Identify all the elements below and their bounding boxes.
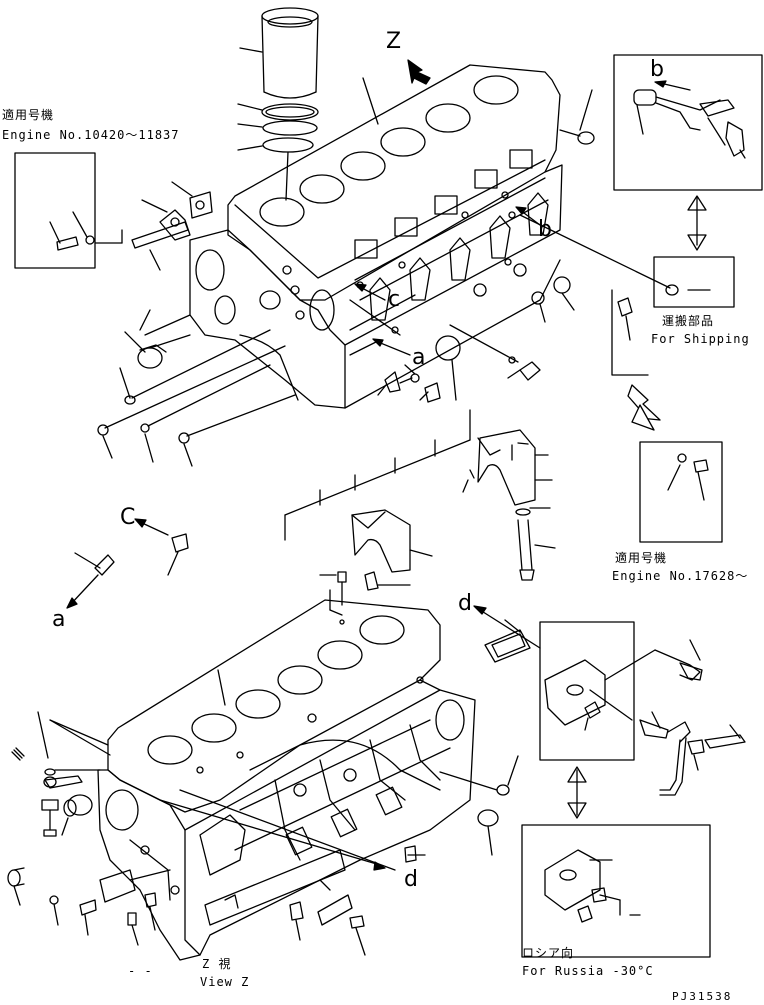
callout-b-shipping: b — [650, 57, 664, 82]
applicability-jp-top: 適用号機 — [2, 108, 55, 122]
callout-d-block: d — [404, 867, 418, 892]
callout-c-block: c — [388, 287, 401, 312]
engine-range-top: Engine No.10420～11837 — [2, 128, 180, 142]
heater-box-lower — [521, 824, 711, 958]
b-arrow-upper — [515, 206, 541, 226]
down-arrow-right — [627, 384, 661, 431]
c-arrow-lower — [134, 518, 189, 576]
applicability-jp-right: 適用号機 — [615, 551, 668, 565]
z-view-arrow — [407, 59, 431, 85]
front-cover-parts — [97, 181, 296, 467]
view-z-en: View Z — [200, 975, 250, 989]
liner-o-rings — [237, 103, 319, 201]
sensor-box-top-right — [613, 54, 763, 191]
bearing-cap-lower — [351, 509, 433, 573]
shipping-label-en: For Shipping — [651, 332, 750, 346]
callout-d-gasket: d — [458, 591, 472, 616]
applicability-box-right — [639, 441, 723, 543]
cylinder-liner — [239, 7, 319, 99]
cylinder-block-upper — [189, 64, 563, 409]
view-z-jp: Z 視 — [202, 957, 232, 971]
double-arrow-bottom — [567, 766, 587, 819]
c-arrow-upper — [354, 283, 386, 301]
callout-a-block: a — [412, 345, 426, 370]
d-arrow-lower — [159, 789, 396, 871]
d-arrow-upper — [473, 605, 541, 663]
callout-b-block: b — [538, 217, 552, 242]
callout-z: Z — [386, 29, 402, 54]
callout-c-plug: C — [120, 505, 136, 530]
view-z-dash: - - — [128, 964, 153, 978]
bearing-cap-upper — [462, 429, 556, 581]
upper-side-fittings — [349, 89, 595, 403]
main-bearing-frame — [284, 409, 471, 541]
lower-bottom-fittings — [289, 755, 519, 956]
a-arrow-lower — [66, 552, 115, 609]
cylinder-block-lower — [49, 599, 476, 961]
drawing-code: PJ31538 — [672, 990, 733, 1003]
shipping-box — [653, 256, 735, 308]
lower-left-fittings — [7, 711, 171, 946]
shipping-label-jp: 運搬部品 — [662, 314, 715, 328]
double-arrow-top — [687, 195, 707, 251]
applicability-box-top-left — [14, 152, 123, 269]
russia-label-jp: ロシア向 — [522, 946, 575, 960]
heater-box-upper — [539, 621, 746, 796]
plug-part-right — [611, 289, 649, 376]
lower-top-fittings — [319, 571, 411, 625]
engine-range-right: Engine No.17628～ — [612, 569, 749, 583]
shipping-leader — [519, 214, 679, 296]
russia-label-en: For Russia -30°C — [522, 964, 654, 978]
a-arrow-upper — [372, 338, 411, 356]
callout-a-stud: a — [52, 607, 66, 632]
